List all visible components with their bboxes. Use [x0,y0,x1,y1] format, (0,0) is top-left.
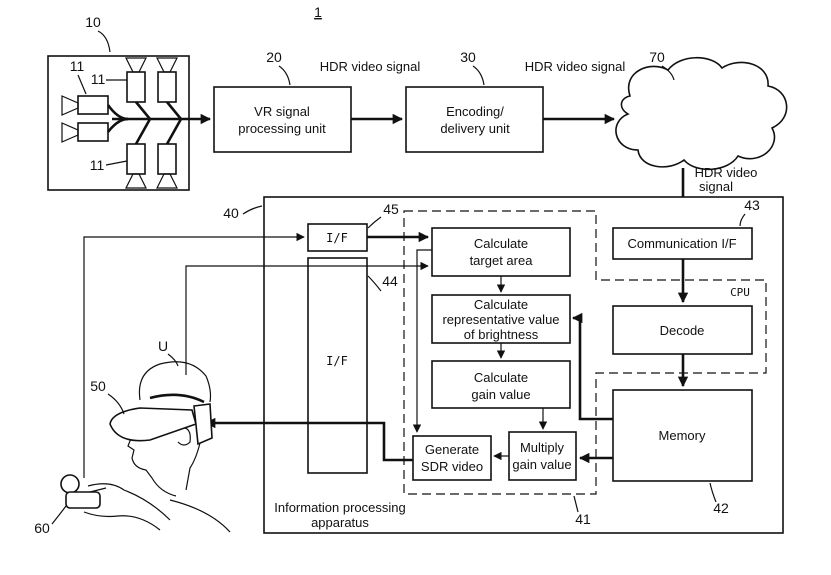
ref-11-a: 11 [70,58,85,74]
memory-label: Memory [659,428,706,443]
user-illustration [61,362,230,532]
hdr-signal-label-1: HDR video signal [320,59,421,74]
ref-44: 44 [382,273,398,289]
calc-rep-label-2: representative value [442,312,559,327]
calc-gain-label-2: gain value [471,387,530,402]
hdr-signal-label-3a: HDR video [695,165,758,180]
ref-30: 30 [460,49,476,65]
vr-label-1: VR signal [254,104,310,119]
decode-label: Decode [660,323,705,338]
ref-11-c: 11 [90,157,105,173]
multiply-label-1: Multiply [520,440,565,455]
multiply-label-2: gain value [512,457,571,472]
apparatus-label-1: Information processing [274,500,406,515]
ref-60: 60 [34,520,50,536]
calc-gain-label-1: Calculate [474,370,528,385]
ref-40: 40 [223,205,239,221]
camera-rig [48,56,189,190]
vr-processing-box [214,87,351,152]
ref-10: 10 [85,14,101,30]
if-small-label: I/F [326,231,348,245]
generate-label-2: SDR video [421,459,483,474]
hdr-signal-label-2: HDR video signal [525,59,626,74]
figure-number: 1 [314,4,322,20]
ref-11-b: 11 [91,71,106,87]
comm-label: Communication I/F [627,236,736,251]
apparatus-label-2: apparatus [311,515,369,530]
generate-label-1: Generate [425,442,479,457]
ref-50: 50 [90,378,106,394]
if-big-label: I/F [326,354,348,368]
cpu-label: CPU [730,286,750,299]
calc-target-label-1: Calculate [474,236,528,251]
enc-label-2: delivery unit [440,121,510,136]
ref-41: 41 [575,511,591,527]
ref-43: 43 [744,197,760,213]
calc-rep-label-3: of brightness [464,327,539,342]
ref-45: 45 [383,201,399,217]
calc-rep-label-1: Calculate [474,297,528,312]
ref-70: 70 [649,49,665,65]
ref-42: 42 [713,500,729,516]
encoding-delivery-box [406,87,543,152]
enc-label-1: Encoding/ [446,104,504,119]
vr-label-2: processing unit [238,121,326,136]
calc-target-label-2: target area [470,253,534,268]
hdr-signal-label-3b: signal [699,179,733,194]
ref-U: U [158,338,168,354]
network-cloud [616,58,787,170]
ref-20: 20 [266,49,282,65]
